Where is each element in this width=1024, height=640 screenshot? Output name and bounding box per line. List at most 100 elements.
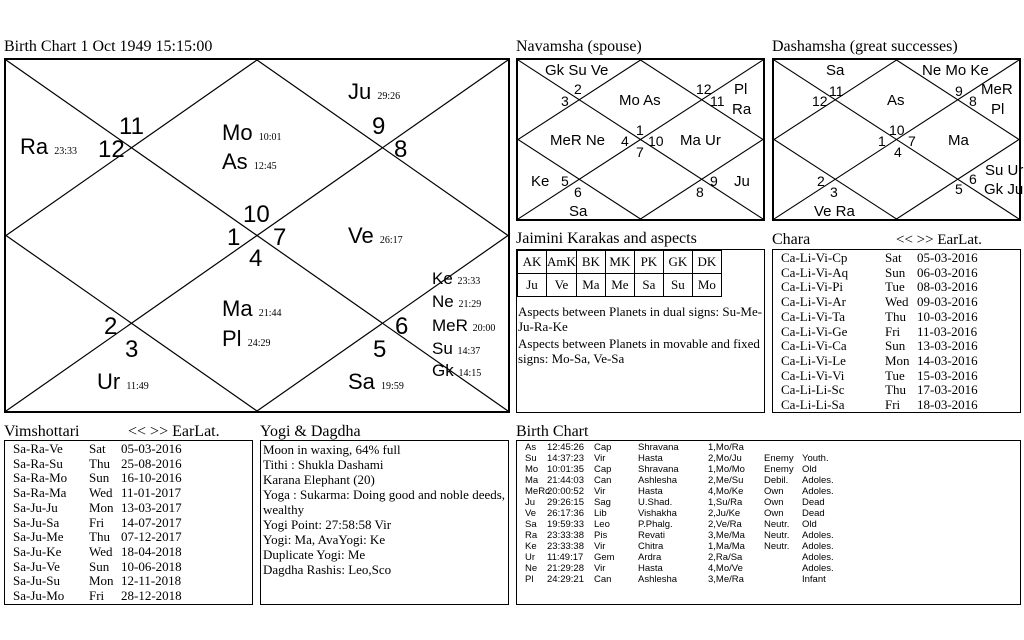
planet-gk[interactable]: Gk 14:15	[432, 362, 481, 379]
navamsha-num: 9	[710, 173, 718, 189]
vimshottari-row-cell: Wed	[89, 543, 113, 559]
planet-su[interactable]: Su 14:37	[432, 340, 480, 357]
karaka-header: DK	[691, 250, 722, 274]
navamsha-chart[interactable]: Gk Su Ve Pl Ra Mo As MeR Ne Ma Ur Ke Sa …	[516, 58, 765, 221]
vimshottari-row-cell: Fri	[89, 514, 105, 530]
birth-row-cell: 3,Me/Ra	[708, 574, 744, 585]
chara-row-cell: 08-03-2016	[917, 279, 978, 295]
planet-mer[interactable]: MeR 20:00	[432, 317, 495, 334]
planet-degree: 11:49	[126, 381, 149, 392]
planet-sa[interactable]: Sa 19:59	[348, 371, 404, 393]
planet-name: Su	[432, 339, 453, 358]
planet-degree: 14:15	[458, 368, 482, 379]
birth-row-cell: 23:33:38	[547, 541, 584, 552]
planet-degree: 10:01	[258, 132, 282, 143]
yogi-line: Dagdha Rashis: Leo,Sco	[263, 562, 392, 577]
dashamsha-num: 3	[830, 184, 838, 200]
planet-mo[interactable]: Mo 10:01	[222, 122, 281, 144]
birth-row-cell: 2,Ve/Ra	[708, 519, 742, 530]
vimshottari-row-cell: 14-07-2017	[121, 514, 182, 530]
planet-name: Gk	[432, 361, 454, 380]
navamsha-label: Gk Su Ve	[545, 62, 609, 79]
birth-row-cell: 20:00:52	[547, 486, 584, 497]
chara-row-cell: 05-03-2016	[917, 250, 978, 265]
birth-row-cell: 12:45:26	[547, 442, 584, 453]
chara-row-cell: Sun	[885, 338, 906, 354]
rasi-house-num: 11	[119, 113, 144, 140]
dashamsha-label: Ma	[948, 132, 969, 149]
yogi-line: Tithi : Shukla Dashami	[263, 457, 384, 472]
planet-ma[interactable]: Ma 21:44	[222, 298, 281, 320]
birth-row-cell: Hasta	[638, 486, 663, 497]
vimshottari-row-cell: Fri	[89, 588, 105, 604]
karaka-value: Ve	[546, 273, 577, 297]
birth-row-cell: Ju	[525, 497, 536, 508]
yogi-text: Moon in waxing, 64% full Tithi : Shukla …	[263, 442, 506, 577]
dashamsha-label: As	[887, 92, 905, 109]
planet-as[interactable]: As 12:45	[222, 151, 277, 173]
navamsha-num: 10	[648, 133, 664, 149]
vimshottari-row-cell: Mon	[89, 573, 114, 589]
planet-ur[interactable]: Ur 11:49	[97, 371, 149, 393]
rasi-house-num: 3	[125, 336, 139, 363]
chara-nav[interactable]: << >> EarLat.	[896, 232, 982, 248]
rasi-chart[interactable]: 11 12 9 8 10 1 7 4 2 3 6 5 Ra 23:33 Mo 1…	[4, 58, 510, 413]
vimshottari-row-cell: Sat	[89, 441, 106, 456]
vimshottari-row-cell: Sa-Ju-Ju	[13, 499, 58, 515]
birth-row-cell: 11:49:17	[547, 552, 584, 563]
birth-row-cell: 1,Su/Ra	[708, 497, 743, 508]
planet-ve[interactable]: Ve 26:17	[348, 225, 403, 247]
planet-degree: 29:26	[377, 91, 401, 102]
dashamsha-chart[interactable]: Sa Ne Mo Ke MeR Pl As Ma Su Ur Gk Ju Ve …	[772, 58, 1023, 221]
planet-degree: 19:59	[381, 381, 404, 392]
aspects-dual-text: Aspects between Planets in dual signs: S…	[518, 304, 763, 334]
dashamsha-num: 8	[969, 93, 977, 109]
navamsha-num: 8	[696, 184, 704, 200]
birth-row-cell: 4,Mo/Ke	[708, 486, 744, 497]
chara-row-cell: Ca-Li-Li-Sa	[781, 397, 845, 413]
chara-row-cell: Ca-Li-Vi-Pi	[781, 279, 844, 295]
karaka-header-row: AK AmK BK MK PK GK DK	[517, 250, 722, 274]
planet-ke[interactable]: Ke 23:33	[432, 270, 480, 287]
birth-row-cell: Old	[802, 464, 817, 475]
chara-row-cell: Ca-Li-Vi-Ar	[781, 294, 846, 310]
planet-ne[interactable]: Ne 21:29	[432, 293, 481, 310]
vimshottari-row-cell: 18-04-2018	[121, 543, 182, 559]
chara-row-cell: Sun	[885, 264, 906, 280]
birth-row-cell: Shravana	[638, 442, 679, 453]
dashamsha-num: 10	[889, 122, 905, 138]
planet-ra[interactable]: Ra 23:33	[20, 136, 77, 158]
planet-name: Mo	[222, 120, 253, 145]
birth-row-cell: 24:29:21	[547, 574, 584, 585]
vimshottari-row-cell: 11-01-2017	[121, 485, 182, 501]
navamsha-num: 6	[574, 184, 582, 200]
rasi-house-num: 9	[372, 113, 386, 140]
yogi-line: Karana Elephant (20)	[263, 472, 375, 487]
birth-row-cell: Su	[525, 453, 537, 464]
planet-pl[interactable]: Pl 24:29	[222, 328, 270, 350]
vimshottari-nav[interactable]: << >> EarLat.	[128, 423, 220, 440]
vimshottari-row-cell: Sun	[89, 558, 110, 574]
planet-ju[interactable]: Ju 29:26	[348, 81, 400, 103]
karaka-header: AmK	[546, 250, 577, 274]
aspects-movable-text: Aspects between Planets in movable and f…	[518, 336, 760, 366]
birth-row-cell: Dead	[802, 508, 825, 519]
birth-row-cell: Pis	[594, 530, 608, 541]
rasi-house-num: 4	[249, 245, 263, 272]
yogi-line: Moon in waxing, 64% full	[263, 442, 401, 457]
birth-row-cell: Chitra	[638, 541, 664, 552]
planet-degree: 21:29	[458, 299, 482, 310]
